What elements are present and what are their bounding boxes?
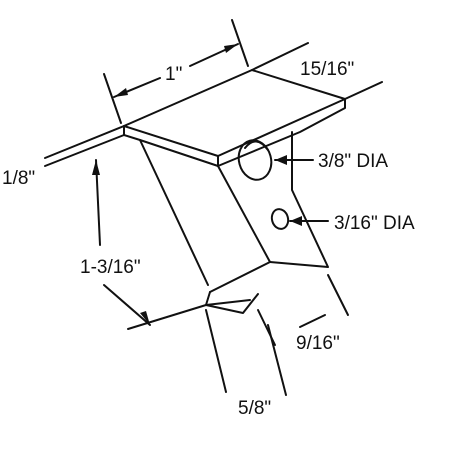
dim-plate-thickness — [44, 125, 125, 167]
leader-large-hole — [274, 155, 314, 165]
label-overall-height: 1-3/16" — [80, 257, 141, 278]
body-block — [139, 131, 329, 293]
body-bottom-front-edge — [209, 261, 271, 293]
body-left-edge — [139, 139, 209, 286]
dim-width-top — [103, 19, 249, 124]
top-plate — [123, 69, 346, 167]
foot-edge — [205, 299, 251, 306]
top-plate-front-edge — [123, 125, 219, 167]
foot-outline — [205, 291, 259, 314]
top-plate-right-edge — [217, 98, 346, 167]
leader-small-hole — [289, 216, 329, 226]
label-depth-top: 15/16" — [300, 59, 354, 80]
label-foot-width: 5/8" — [238, 398, 271, 419]
top-plate-face — [123, 69, 346, 157]
dim-depth-top — [251, 42, 383, 100]
foot — [205, 291, 259, 314]
label-large-hole: 3/8" DIA — [318, 151, 388, 172]
large-hole — [237, 139, 273, 181]
label-foot-depth: 9/16" — [296, 333, 340, 354]
dim-overall-height — [92, 159, 207, 330]
label-small-hole: 3/16" DIA — [334, 213, 415, 234]
label-plate-thickness: 1/8" — [2, 168, 35, 189]
label-width-top: 1" — [165, 64, 182, 85]
dim-foot-width — [205, 309, 287, 396]
small-hole — [270, 208, 290, 230]
body-front-vertical-edge — [217, 165, 271, 263]
